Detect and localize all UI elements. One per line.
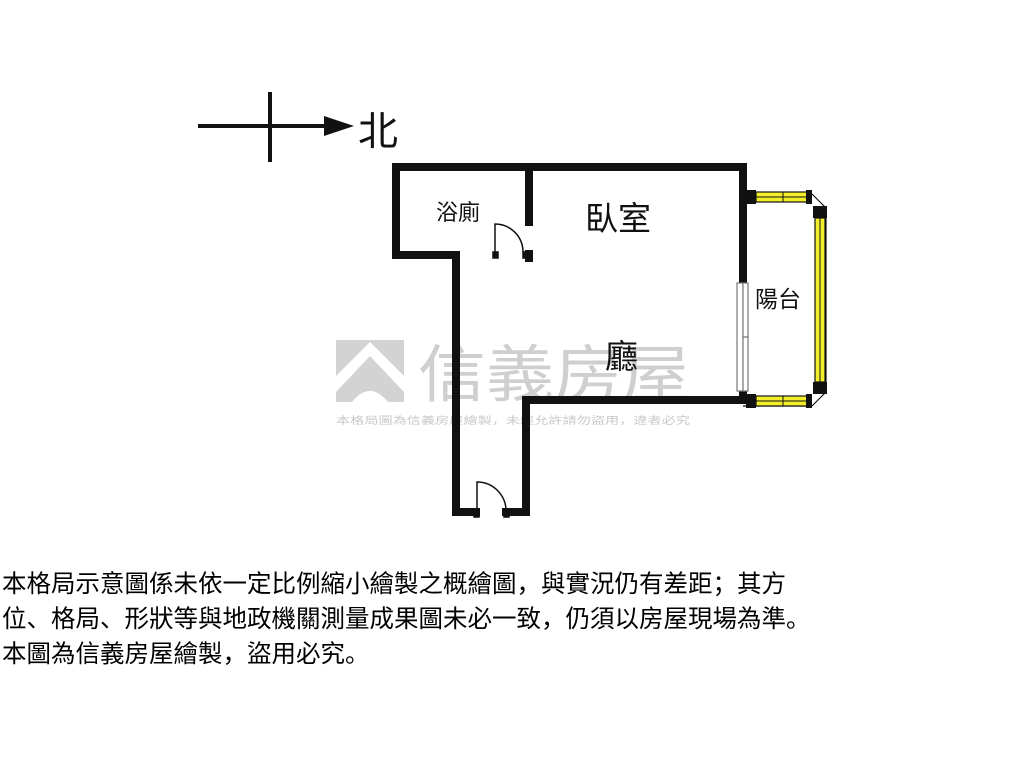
window-bottom — [746, 394, 812, 408]
room-label-living-room: 廳 — [605, 337, 638, 376]
balcony-windows — [746, 190, 827, 408]
disclaimer-line-1: 本格局示意圖係未依一定比例縮小繪製之概繪圖，與實況仍有差距；其方 — [2, 569, 786, 598]
watermark-notice: 本格局圖為信義房屋繪製，未經允許請勿盜用，違者必究 — [336, 414, 690, 427]
window-right — [813, 206, 827, 394]
entrance-door — [473, 481, 510, 518]
disclaimer-line-2: 位、格局、形狀等與地政機關測量成果圖未必一致，仍須以房屋現場為準。 — [2, 604, 811, 633]
bathroom-door — [492, 223, 529, 259]
room-label-bathroom: 浴廁 — [436, 201, 480, 226]
compass: 北 — [198, 92, 398, 162]
room-label-bedroom: 臥室 — [585, 199, 651, 238]
disclaimer-line-3: 本圖為信義房屋繪製，盜用必究。 — [2, 639, 370, 668]
sliding-door — [736, 282, 749, 392]
floor-plan: 信義房屋 本格局圖為信義房屋繪製，未經允許請勿盜用，違者必究 北 — [198, 92, 827, 518]
room-label-balcony: 陽台 — [755, 287, 801, 313]
window-top — [746, 190, 812, 204]
disclaimer: 本格局示意圖係未依一定比例縮小繪製之概繪圖，與實況仍有差距；其方 位、格局、形狀… — [2, 566, 1022, 671]
compass-arrow-icon — [324, 116, 354, 136]
walls — [392, 163, 747, 516]
watermark-logo-icon — [336, 340, 404, 402]
compass-north-label: 北 — [358, 109, 398, 155]
